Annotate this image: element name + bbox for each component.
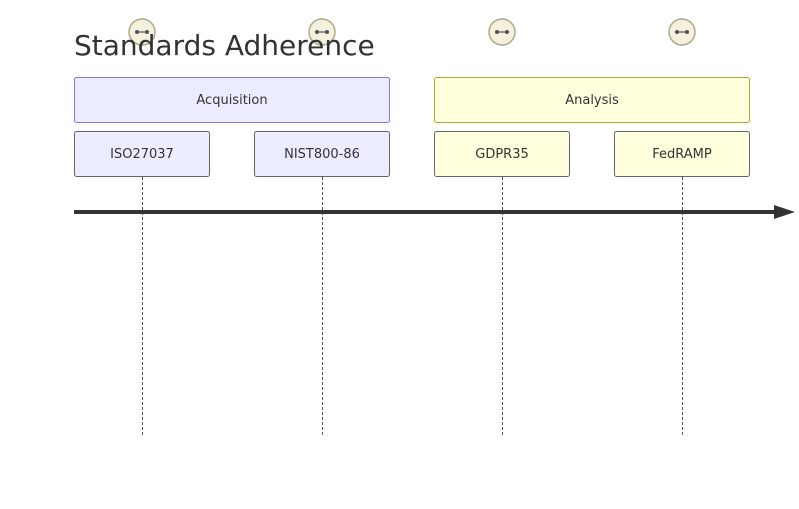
link-icon-dot-left [315,30,319,34]
event-box [434,131,570,177]
event-marker-2 [308,18,336,46]
event-box [614,131,750,177]
section-label: Acquisition [196,93,267,108]
event-label: FedRAMP [652,147,712,162]
link-icon-dot-right [145,30,149,34]
event-marker-4 [668,18,696,46]
section-analysis: Analysis [434,77,750,123]
timeline-axis [74,205,795,219]
link-icon-dot-left [675,30,679,34]
event-markers [128,18,696,46]
link-icon-dot-right [505,30,509,34]
section-label: Analysis [565,93,619,108]
event-nist800-86: NIST800-86 [254,131,390,437]
section-acquisition: Acquisition [74,77,390,123]
link-icon-dot-right [325,30,329,34]
link-icon-dot-left [495,30,499,34]
diagram-title: Standards Adherence [74,29,375,62]
event-box [254,131,390,177]
event-iso27037: ISO27037 [74,131,210,437]
event-box [74,131,210,177]
event-marker-3 [488,18,516,46]
axis-arrowhead [774,205,795,219]
link-icon-dot-right [685,30,689,34]
event-fedramp: FedRAMP [614,131,750,437]
section-box [74,77,390,123]
event-label: NIST800-86 [284,147,360,162]
link-icon-dot-left [135,30,139,34]
section-box [434,77,750,123]
event-marker-1 [128,18,156,46]
event-label: GDPR35 [475,147,529,162]
event-gdpr35: GDPR35 [434,131,570,437]
event-label: ISO27037 [110,147,174,162]
